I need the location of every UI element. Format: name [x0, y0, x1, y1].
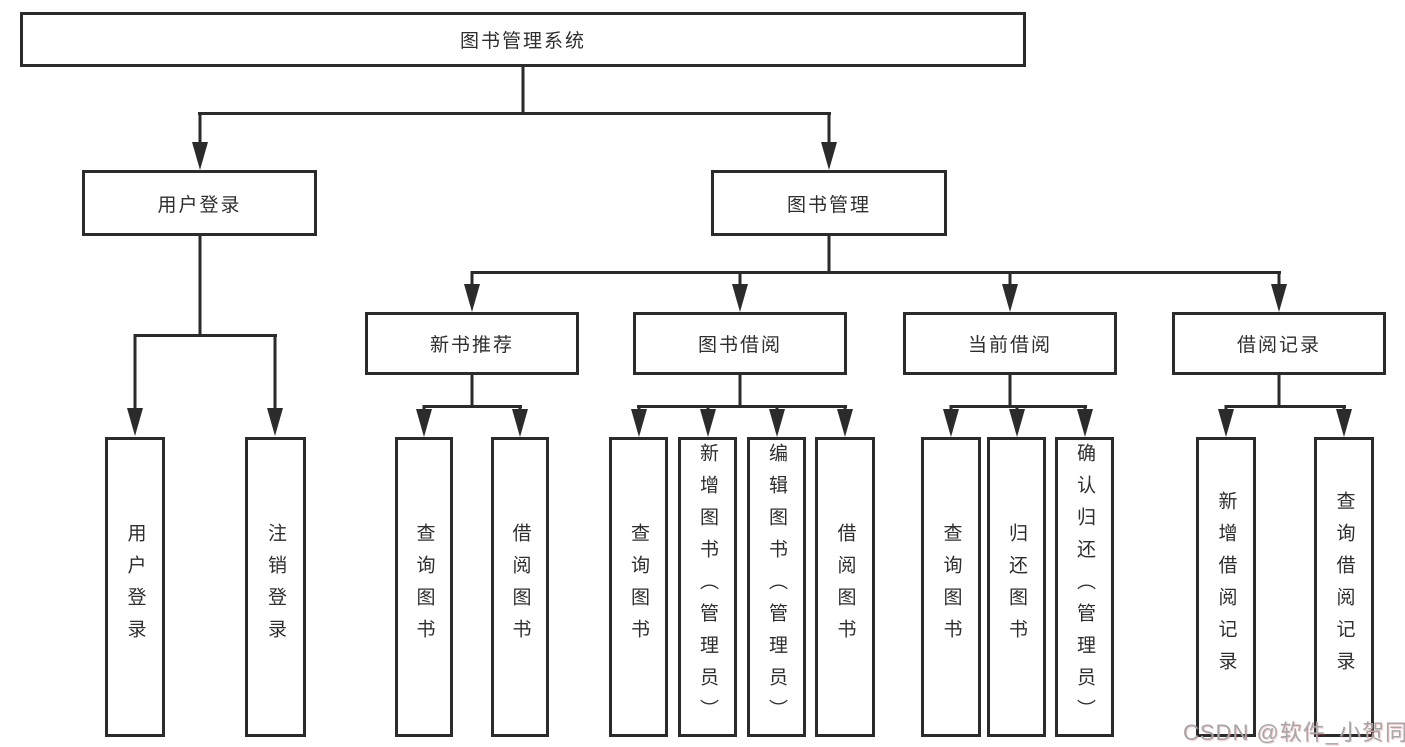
leaf-query-borrow-record: 查询借阅记录 — [1314, 437, 1374, 737]
arrowhead-down-icon — [821, 142, 837, 170]
leaf-query-books-borrow: 查询图书 — [609, 437, 668, 737]
connector-line — [470, 271, 474, 287]
connector-line — [1224, 405, 1346, 408]
connector-line — [1277, 375, 1281, 407]
connector-line — [949, 405, 953, 412]
arrowhead-down-icon — [1336, 409, 1352, 437]
leaf-add-borrow-record: 新增借阅记录 — [1196, 437, 1256, 737]
leaf-label: 借阅图书 — [834, 523, 856, 651]
node-library-system: 图书管理系统 — [20, 12, 1026, 67]
connector-line — [1224, 405, 1228, 412]
arrowhead-down-icon — [191, 142, 208, 170]
leaf-user-login: 用户登录 — [105, 437, 165, 737]
connector-line — [637, 405, 640, 412]
leaf-label: 查询图书 — [628, 523, 649, 651]
connector-line — [198, 236, 201, 337]
connector-line — [470, 271, 1281, 274]
connector-line — [470, 375, 474, 407]
node-new-book-recommend: 新书推荐 — [365, 312, 579, 375]
leaf-label: 新增图书（管理员） — [697, 443, 718, 731]
leaf-return-book: 归还图书 — [987, 437, 1046, 737]
leaf-borrow-books: 借阅图书 — [815, 437, 875, 737]
arrowhead-down-icon — [512, 409, 528, 437]
connector-line — [133, 334, 277, 337]
connector-line — [198, 112, 201, 144]
arrowhead-down-icon — [699, 409, 716, 437]
arrowhead-down-icon — [630, 409, 647, 437]
arrowhead-down-icon — [1008, 409, 1025, 437]
leaf-label: 查询借阅记录 — [1333, 491, 1355, 683]
connector-line — [738, 375, 741, 407]
connector-line — [637, 405, 847, 408]
leaf-confirm-return-admin: 确认归还（管理员） — [1055, 437, 1114, 737]
arrowhead-down-icon — [267, 408, 283, 436]
node-borrow-records: 借阅记录 — [1172, 312, 1386, 375]
arrowhead-down-icon — [416, 409, 432, 437]
leaf-label: 新增借阅记录 — [1215, 491, 1237, 683]
connector-line — [827, 112, 831, 144]
connector-line — [706, 405, 709, 412]
leaf-logout: 注销登录 — [245, 437, 306, 737]
connector-line — [1277, 271, 1281, 287]
connector-line — [133, 334, 137, 410]
arrowhead-down-icon — [1076, 409, 1093, 437]
connector-line — [422, 405, 522, 408]
arrowhead-down-icon — [731, 284, 748, 312]
arrowhead-down-icon — [1218, 409, 1234, 437]
arrowhead-down-icon — [127, 408, 143, 436]
connector-line — [1342, 405, 1346, 412]
arrowhead-down-icon — [1002, 284, 1018, 312]
leaf-label: 借阅图书 — [509, 523, 531, 651]
connector-line — [949, 405, 1087, 408]
connector-line — [1015, 405, 1018, 412]
connector-line — [198, 112, 831, 115]
connector-line — [738, 271, 741, 287]
node-book-borrow: 图书借阅 — [633, 312, 847, 375]
connector-line — [1008, 271, 1012, 287]
leaf-label: 查询图书 — [413, 523, 435, 651]
connector-line — [843, 405, 847, 412]
node-current-borrow: 当前借阅 — [903, 312, 1117, 375]
leaf-label: 注销登录 — [265, 523, 286, 651]
leaf-query-books-current: 查询图书 — [921, 437, 981, 737]
leaf-add-book-admin: 新增图书（管理员） — [678, 437, 737, 737]
leaf-borrow-books-recommend: 借阅图书 — [491, 437, 549, 737]
leaf-edit-book-admin: 编辑图书（管理员） — [747, 437, 806, 737]
leaf-label: 归还图书 — [1006, 523, 1027, 651]
arrowhead-down-icon — [837, 409, 853, 437]
connector-line — [827, 236, 831, 274]
connector-line — [1008, 375, 1012, 407]
node-user-login: 用户登录 — [82, 170, 317, 236]
leaf-label: 编辑图书（管理员） — [766, 443, 787, 731]
connector-line — [1083, 405, 1086, 412]
leaf-label: 用户登录 — [124, 523, 146, 651]
arrowhead-down-icon — [1271, 284, 1287, 312]
leaf-label: 确认归还（管理员） — [1074, 443, 1095, 731]
arrowhead-down-icon — [768, 409, 785, 437]
connector-line — [273, 334, 277, 410]
leaf-query-books-recommend: 查询图书 — [395, 437, 453, 737]
connector-line — [422, 405, 426, 412]
arrowhead-down-icon — [464, 284, 480, 312]
connector-line — [518, 405, 522, 412]
leaf-label: 查询图书 — [940, 523, 962, 651]
connector-line — [521, 67, 525, 114]
arrowhead-down-icon — [943, 409, 959, 437]
node-book-management: 图书管理 — [711, 170, 947, 236]
csdn-watermark: CSDN @软件_小贺同学 — [1183, 720, 1405, 745]
connector-line — [775, 405, 778, 412]
